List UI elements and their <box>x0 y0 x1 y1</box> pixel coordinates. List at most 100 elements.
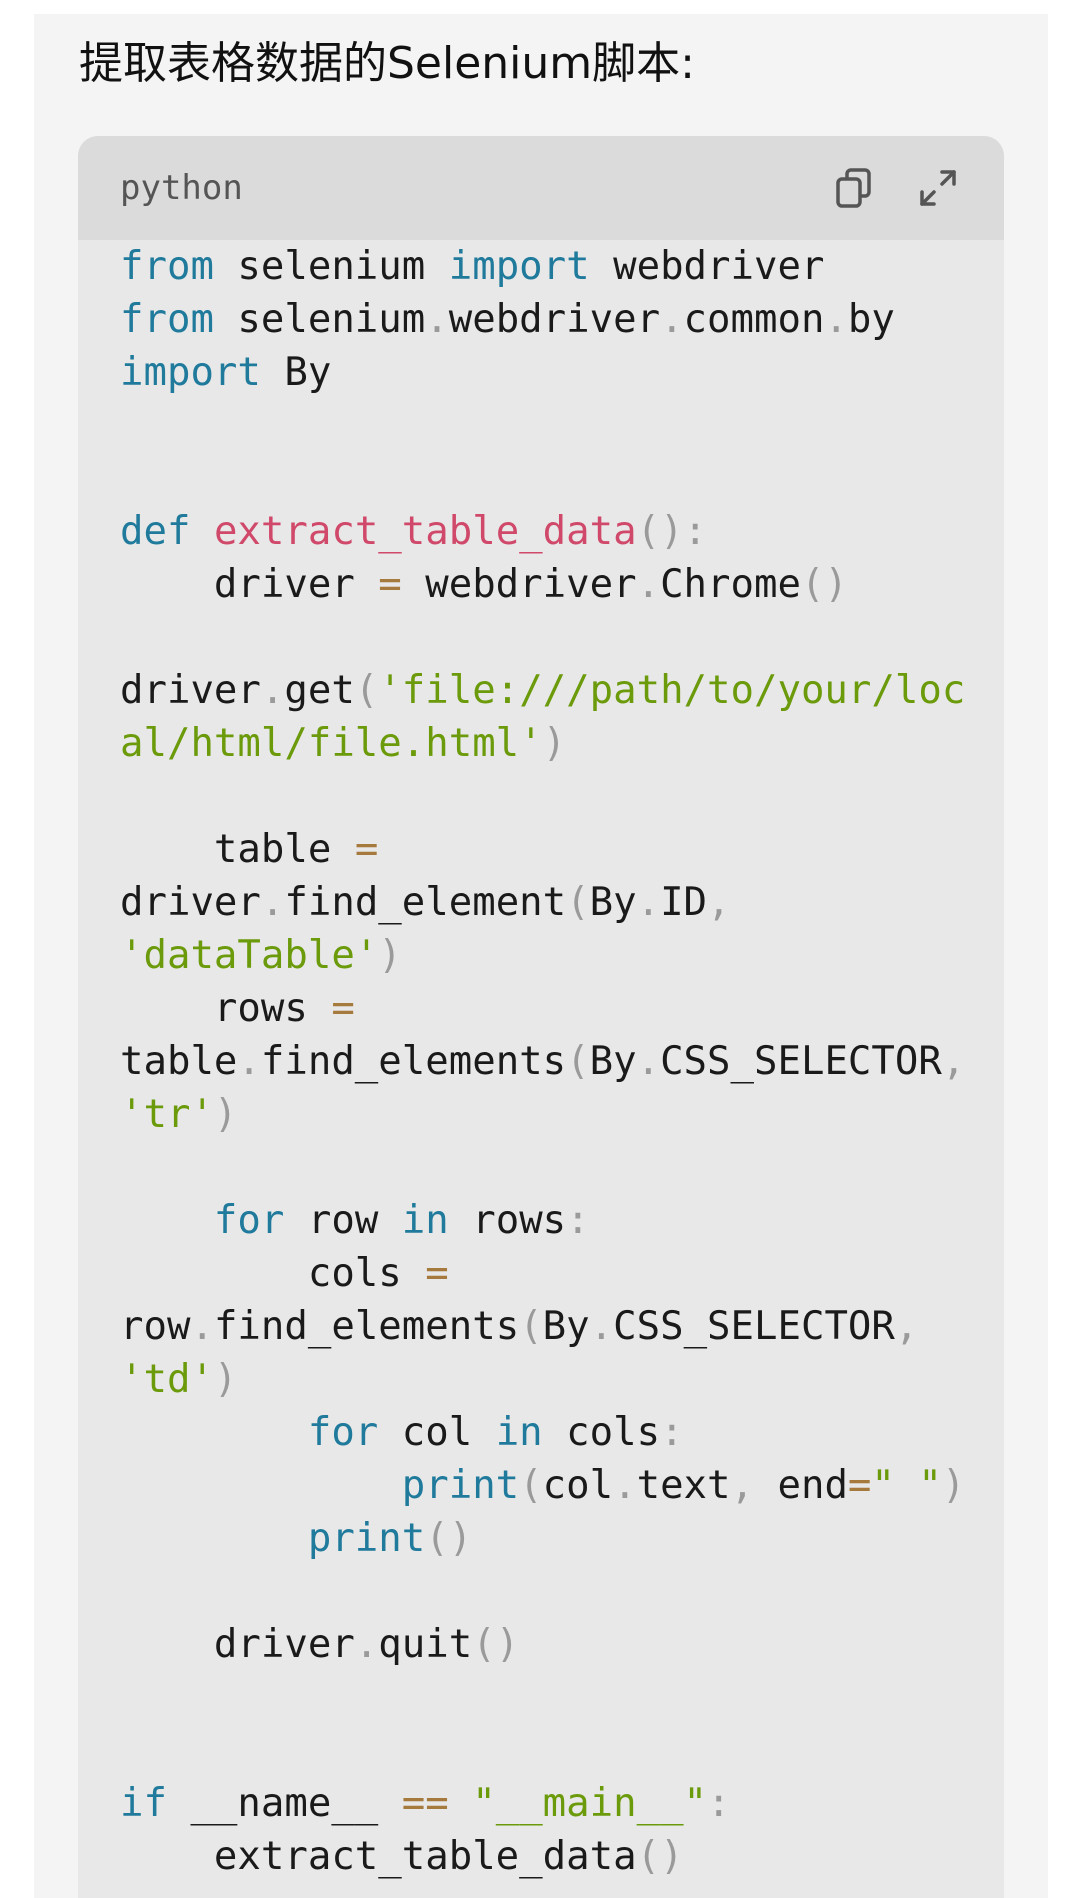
code-line: row.find_elements(By.CSS_SELECTOR, <box>120 1300 1004 1353</box>
code-token: , <box>894 1304 919 1349</box>
code-token: print <box>401 1463 520 1508</box>
code-token: in <box>495 1410 543 1455</box>
code-token: driver <box>120 880 261 925</box>
code-token: . <box>636 1039 661 1084</box>
code-line: if __name__ == "__main__": <box>120 1777 1004 1830</box>
code-line <box>120 1724 1004 1777</box>
code-line: print() <box>120 1512 1004 1565</box>
code-token: ( <box>566 880 590 925</box>
code-token <box>449 1781 472 1826</box>
code-token: (): <box>636 509 708 554</box>
code-token: webdriver <box>589 244 825 289</box>
code-token: , <box>707 880 731 925</box>
code-token: find_elements <box>213 1304 520 1349</box>
code-token: CSS_SELECTOR <box>613 1304 895 1349</box>
code-token: = <box>847 1463 872 1508</box>
code-token: ) <box>941 1463 966 1508</box>
code-line: driver.quit() <box>120 1618 1004 1671</box>
copy-icon <box>836 168 871 208</box>
code-token: . <box>190 1304 214 1349</box>
code-token: by <box>847 297 895 342</box>
code-token: end <box>754 1463 848 1508</box>
code-line: 'tr') <box>120 1088 1004 1141</box>
code-token: : <box>660 1410 684 1455</box>
code-token: rows <box>448 1198 567 1243</box>
code-token: ) <box>378 933 402 978</box>
code-token: . <box>589 1304 614 1349</box>
code-line: def extract_table_data(): <box>120 505 1004 558</box>
code-token: . <box>354 1622 379 1667</box>
code-token <box>120 1516 308 1561</box>
code-line: 'td') <box>120 1353 1004 1406</box>
code-token: . <box>260 880 285 925</box>
code-token: in <box>401 1198 449 1243</box>
code-token: == <box>401 1781 449 1826</box>
code-line <box>120 1671 1004 1724</box>
code-token: row <box>284 1198 402 1243</box>
code-language-label: python <box>120 168 243 208</box>
code-token: = <box>425 1251 449 1296</box>
code-line: for row in rows: <box>120 1194 1004 1247</box>
code-token: Chrome <box>660 562 801 607</box>
code-token: . <box>660 297 684 342</box>
code-token: ) <box>213 1357 238 1402</box>
code-token: table <box>120 1039 238 1084</box>
code-line: rows = <box>120 982 1004 1035</box>
code-token: . <box>613 1463 637 1508</box>
code-token: table <box>120 827 355 872</box>
code-token: : <box>707 1781 731 1826</box>
expand-button[interactable] <box>910 162 966 214</box>
code-token: , <box>730 1463 754 1508</box>
code-line <box>120 1141 1004 1194</box>
code-token: () <box>800 562 848 607</box>
code-token: webdriver <box>401 562 637 607</box>
code-token: quit <box>378 1622 473 1667</box>
code-token: 'file:///path/to/your/loc <box>378 668 966 713</box>
code-token: By <box>260 350 332 395</box>
code-line: driver = webdriver.Chrome() <box>120 558 1004 611</box>
code-token: . <box>237 1039 261 1084</box>
code-token: . <box>824 297 848 342</box>
code-token: find_element <box>284 880 567 925</box>
code-token: extract_table_data <box>120 1834 637 1879</box>
code-token: () <box>472 1622 520 1667</box>
code-token: . <box>425 297 449 342</box>
code-token: "__main__" <box>472 1781 708 1826</box>
code-token: () <box>636 1834 684 1879</box>
code-token: : <box>566 1198 590 1243</box>
code-token <box>120 1463 402 1508</box>
code-token: print <box>307 1516 426 1561</box>
code-block-header: python <box>78 136 1004 240</box>
code-token: = <box>378 562 402 607</box>
code-line <box>120 1565 1004 1618</box>
code-token: " " <box>871 1463 942 1508</box>
code-token <box>190 509 213 554</box>
code-token: import <box>120 350 261 395</box>
code-token: = <box>354 827 379 872</box>
code-token: ( <box>519 1463 543 1508</box>
code-token: CSS_SELECTOR <box>660 1039 942 1084</box>
code-line: extract_table_data() <box>120 1830 1004 1883</box>
message-heading: 提取表格数据的Selenium脚本: <box>79 38 695 89</box>
code-token: def <box>120 509 191 554</box>
code-token: () <box>425 1516 473 1561</box>
code-line: from selenium.webdriver.common.by <box>120 293 1004 346</box>
code-token: By <box>589 1039 637 1084</box>
code-token: extract_table_data <box>213 509 637 554</box>
code-token: text <box>636 1463 731 1508</box>
code-token: selenium <box>213 244 449 289</box>
code-token: driver <box>120 562 379 607</box>
code-token: rows <box>120 986 332 1031</box>
code-token: row <box>120 1304 191 1349</box>
code-token: col <box>542 1463 614 1508</box>
copy-button[interactable] <box>826 162 882 214</box>
code-token: ( <box>566 1039 590 1084</box>
code-line: table = <box>120 823 1004 876</box>
code-line <box>120 770 1004 823</box>
code-token: get <box>284 668 355 713</box>
code-token: 'tr' <box>120 1092 214 1137</box>
code-token: al/html/file.html' <box>120 721 543 766</box>
code-token: for <box>307 1410 379 1455</box>
